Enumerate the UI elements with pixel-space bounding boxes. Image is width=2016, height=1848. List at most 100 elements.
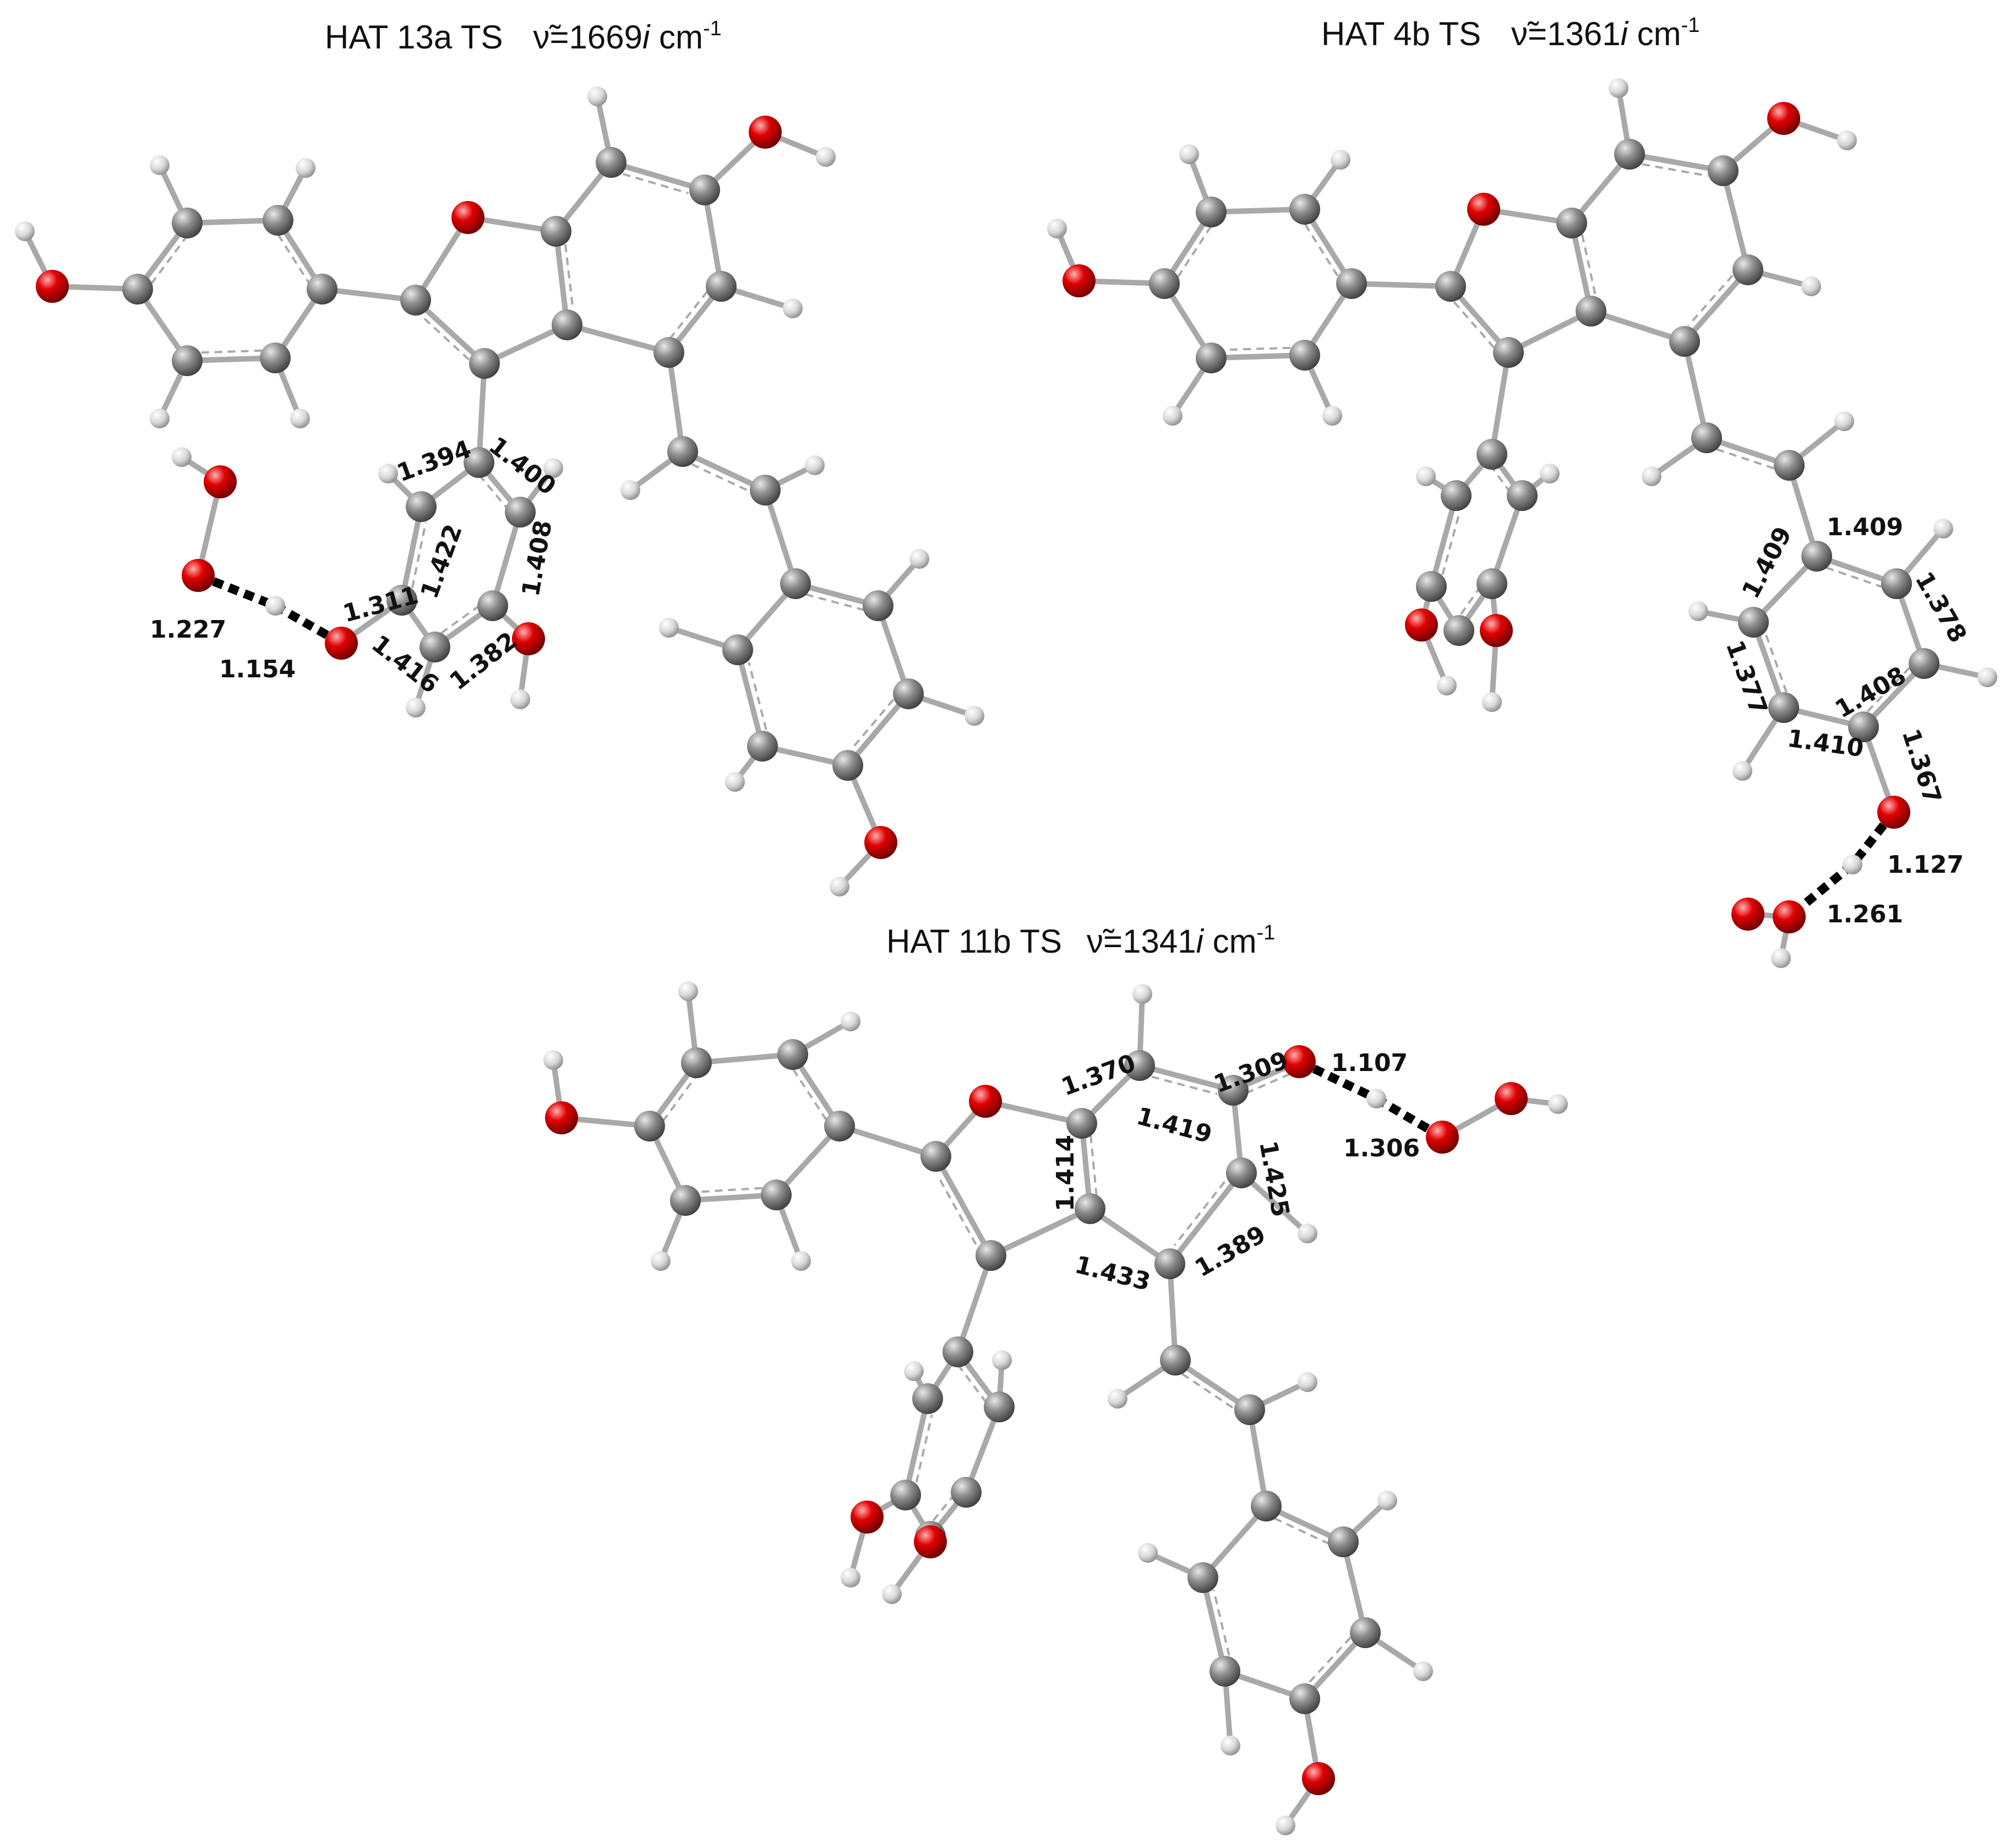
bond-order-line [1826,566,1883,588]
oxygen-atom [864,826,897,859]
hydrogen-atom [1298,1224,1317,1243]
bond [1200,1575,1228,1674]
bond-order-line [929,1493,956,1526]
carbon-atom [893,678,924,709]
carbon-atom [406,491,437,522]
bond-order-line [691,463,750,492]
carbon-atom [419,632,450,662]
bond-order-line [669,291,709,339]
bond-order-line [438,605,481,635]
carbon-atom [1160,1345,1191,1376]
oxygen-atom [1063,264,1096,297]
oxygen-atom [1302,1762,1335,1795]
hydrogen-atom [678,981,698,1001]
bond [1137,1063,1236,1093]
hydrogen-atom [150,409,170,428]
carbon-atom [1476,439,1507,470]
bond-order-line [850,699,895,751]
carbon-atom [260,343,291,373]
hydrogen-atom [1163,406,1183,426]
bond [608,160,707,193]
carbon-atom [1226,1157,1257,1188]
carbon-atom [1768,692,1799,723]
hydrogen-atom [378,464,398,483]
hydrogen-atom [1801,276,1821,296]
hydrogen-atom [265,596,285,616]
carbon-atom [667,436,698,467]
hydrogen-atom [805,455,825,475]
carbon-atom [1576,296,1606,327]
bond-order-line [662,1076,697,1122]
distance-label: 1.154 [219,655,296,683]
bond-order-line [1452,300,1495,349]
hydrogen-atom [1688,601,1708,621]
hydrogen-atom [1179,144,1199,164]
hydrogen-atom [1132,984,1152,1004]
oxygen-atom [914,1525,947,1558]
hydrogen-atom [651,1251,671,1271]
bond [1200,1503,1269,1580]
bond-order-line [792,1069,827,1121]
hydrogen-atom [1933,519,1953,539]
bond [1627,151,1726,173]
hydrogen-atom [296,158,315,178]
distance-label: 1.127 [1887,851,1964,879]
hydrogen-atom [1221,1736,1240,1755]
distance-label: 1.419 [1134,1102,1215,1149]
bond [1208,352,1307,361]
hydrogen-atom [15,221,35,241]
hydrogen-atom [1482,692,1502,712]
hydrogen-atom [1298,1372,1317,1392]
bond [564,322,672,355]
bond [988,1206,1093,1258]
carbon-atom [912,1383,943,1414]
carbon-atom [1209,1656,1240,1687]
carbon-atom [722,634,753,665]
bond [666,350,685,454]
oxygen-atom [1767,102,1800,135]
distance-label: 1.107 [1331,1049,1408,1077]
hydrogen-atom [1276,1816,1295,1835]
carbon-atom [122,274,153,305]
carbon-atom [747,731,778,762]
carbon-atom [670,1185,701,1216]
hydrogen-atom [172,447,192,467]
hydrogen-bond [1374,1095,1445,1141]
carbon-atom [1614,139,1645,170]
bond [1720,168,1751,273]
carbon-atom [951,1477,982,1508]
bond-order-line [1274,1517,1329,1545]
carbon-atom [172,345,203,376]
carbon-atom [780,568,811,599]
bond-order-line [805,593,864,611]
carbon-atom [942,1336,973,1367]
bond-order-line [1642,163,1708,177]
carbon-atom [1556,208,1587,238]
hydrogen-atom [1548,1094,1568,1114]
carbon-atom [1251,1491,1282,1521]
carbon-atom [1691,422,1722,453]
bond-order-line [411,521,427,588]
hydrogen-atom [1437,676,1457,695]
hydrogen-bond [197,571,277,610]
bond-order-line [478,474,509,510]
carbon-atom [761,1180,792,1210]
oxygen-atom [451,201,484,234]
hydrogen-atom [659,618,679,638]
distance-label: 1.227 [150,616,226,644]
carbon-atom [890,1480,921,1510]
hydrogen-atom [1413,1661,1433,1681]
carbon-atom [1328,1526,1359,1557]
distance-label: 1.378 [1909,567,1972,648]
hydrogen-atom [1642,466,1661,486]
carbon-atom [681,1047,712,1078]
bond [1489,493,1525,586]
carbon-atom [1881,568,1912,599]
oxygen-atom [1731,898,1764,931]
hydrogen-atom [510,689,530,709]
bond [875,603,911,697]
bond-order-line [1716,448,1775,470]
carbon-atom [1336,268,1367,299]
hydrogen-atom [406,698,426,718]
